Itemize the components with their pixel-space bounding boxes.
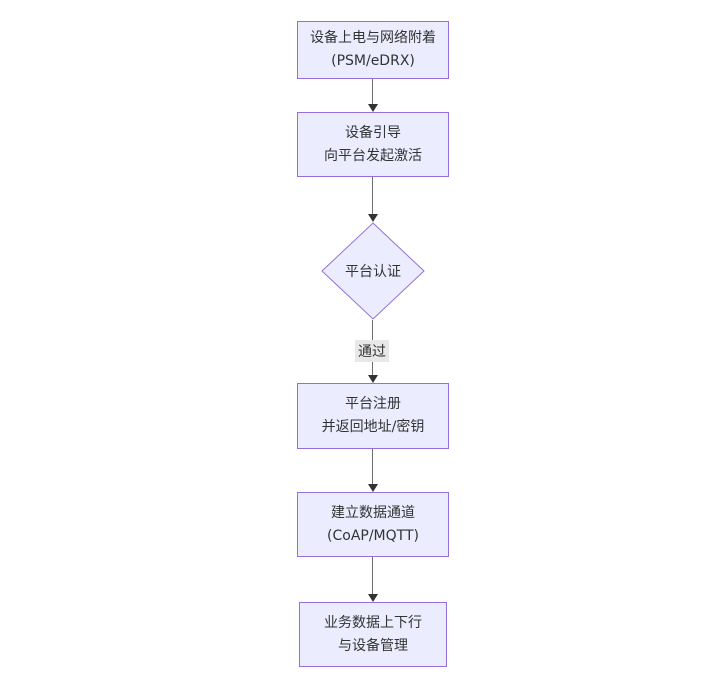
decision-platform-auth: 平台认证: [321, 222, 425, 320]
edge-attach-to-bootstrap: [367, 79, 378, 112]
edge-line: [372, 557, 373, 594]
diamond-shape: [321, 222, 425, 320]
edge-bootstrap-to-auth: [367, 177, 378, 222]
node-platform-register: 平台注册 并返回地址/密钥: [297, 383, 449, 449]
edge-line: [372, 177, 373, 214]
decision-label: 平台认证: [345, 264, 401, 280]
node-text-line: 向平台发起激活: [324, 147, 422, 164]
edge-register-to-channel: [367, 449, 378, 492]
edge-label-pass: 通过: [355, 340, 389, 362]
node-text-line: (CoAP/MQTT): [327, 527, 419, 544]
arrowhead-down-icon: [367, 594, 378, 602]
node-text-line: 设备引导: [345, 124, 401, 141]
node-text-line: 业务数据上下行: [324, 614, 422, 631]
node-text-line: 建立数据通道: [331, 504, 415, 521]
node-text-line: 并返回地址/密钥: [321, 419, 425, 435]
edge-channel-to-business: [367, 557, 378, 602]
edge-line: [372, 449, 373, 484]
node-text-line: 与设备管理: [338, 637, 408, 654]
node-text-line: (PSM/eDRX): [331, 53, 415, 69]
edge-line: [372, 79, 373, 104]
arrowhead-down-icon: [367, 104, 378, 112]
arrowhead-down-icon: [367, 484, 378, 492]
node-device-attach: 设备上电与网络附着 (PSM/eDRX): [297, 21, 449, 79]
node-data-channel: 建立数据通道 (CoAP/MQTT): [297, 492, 449, 557]
node-device-bootstrap: 设备引导 向平台发起激活: [297, 112, 449, 177]
arrowhead-down-icon: [367, 375, 378, 383]
node-text-line: 设备上电与网络附着: [310, 30, 436, 46]
arrowhead-down-icon: [367, 214, 378, 222]
node-business-data: 业务数据上下行 与设备管理: [299, 602, 447, 667]
node-text-line: 平台注册: [345, 396, 401, 412]
